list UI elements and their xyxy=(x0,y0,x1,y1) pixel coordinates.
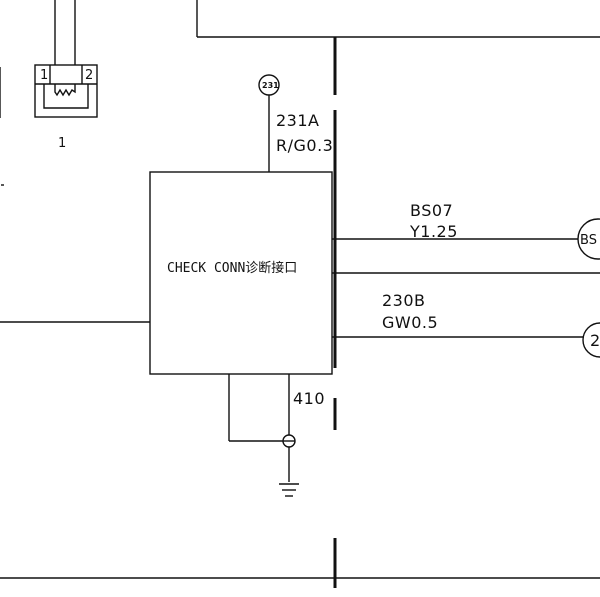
wire-231a: 231 231A R/G0.3 xyxy=(258,74,333,172)
check-connector-block: CHECK CONN诊断接口 xyxy=(149,171,333,375)
wire-bs07: BS BS07 Y1.25 xyxy=(332,201,600,260)
ground-icon xyxy=(279,483,299,497)
connector-icon: 1 2 xyxy=(34,0,98,118)
left-edge-fragments xyxy=(0,67,4,186)
wire-circuit-410: 410 xyxy=(293,389,325,408)
connector-pin-1: 1 xyxy=(40,68,48,83)
wire-spec-bs07: Y1.25 xyxy=(409,222,458,241)
wire-spec-231a: R/G0.3 xyxy=(276,136,333,155)
connector-pin-2: 2 xyxy=(85,68,93,83)
wire-spec-230b: GW0.5 xyxy=(382,313,438,332)
wire-badge-2: 2 xyxy=(590,331,600,350)
block-title: CHECK CONN诊断接口 xyxy=(167,260,297,276)
wire-badge-bs: BS xyxy=(580,233,597,248)
wire-410: 410 xyxy=(228,374,325,482)
wire-badge-231: 231 xyxy=(262,81,279,90)
splice-icon xyxy=(282,434,296,448)
wire-circuit-231a: 231A xyxy=(276,111,319,130)
connector-label: 1 xyxy=(58,136,66,151)
wire-230b: 2 230B GW0.5 xyxy=(332,291,600,358)
wire-circuit-bs07: BS07 xyxy=(410,201,453,220)
wire-circuit-230b: 230B xyxy=(382,291,426,310)
top-frame xyxy=(196,0,600,38)
